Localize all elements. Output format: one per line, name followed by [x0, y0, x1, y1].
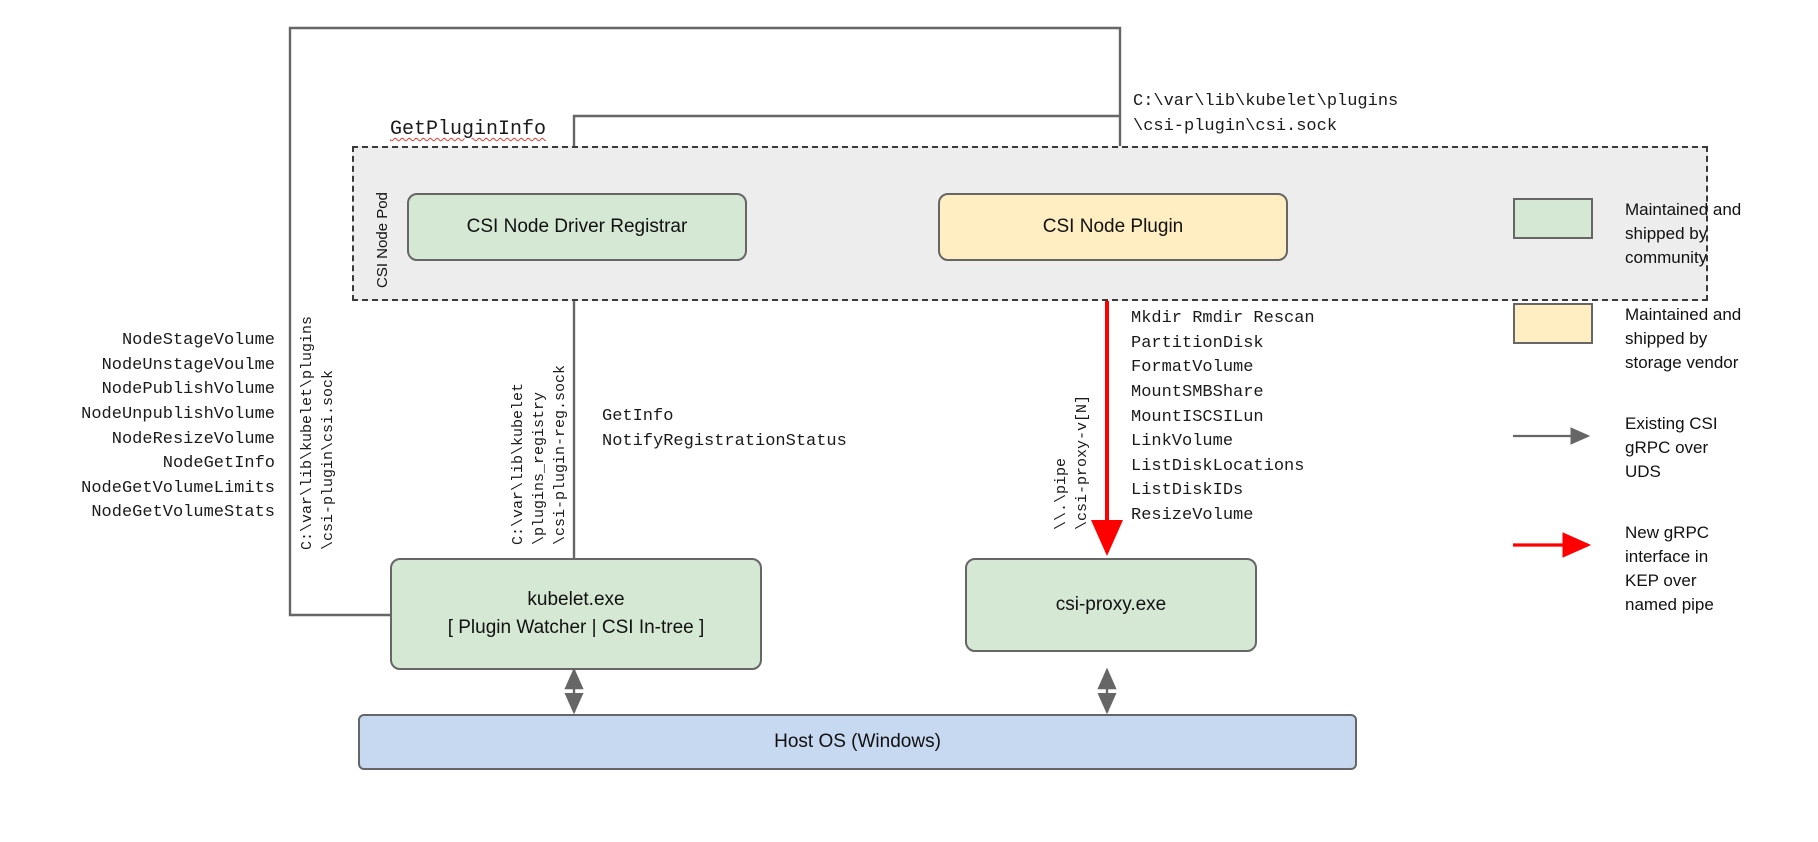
- label-csi-proxy-api-calls: Mkdir Rmdir Rescan PartitionDisk FormatV…: [1131, 309, 1315, 526]
- label-registration-rpcs: GetInfo NotifyRegistrationStatus: [602, 407, 847, 451]
- node-csi-proxy-exe-label: csi-proxy.exe: [1055, 594, 1167, 616]
- node-kubelet-exe[interactable]: kubelet.exe [ Plugin Watcher | CSI In-tr…: [390, 558, 762, 670]
- label-csi-sock-path: C:\var\lib\kubelet\plugins \csi-plugin\c…: [1133, 92, 1399, 136]
- node-csi-node-plugin-label: CSI Node Plugin: [1042, 216, 1184, 238]
- label-named-pipe-line2: \csi-proxy-v[N]: [1074, 394, 1091, 530]
- legend-text-storage-vendor: Maintained and shipped by storage vendor: [1625, 305, 1742, 373]
- label-kubelet-plugins-uds-path-line2: \csi-plugin\csi.sock: [320, 369, 337, 550]
- legend-swatch-community: [1513, 198, 1593, 239]
- edge-kubelet-to-node-plugin: [288, 26, 1130, 617]
- label-plugins-registry-path-line1: C:\var\lib\kubelet: [510, 382, 527, 545]
- node-csi-node-driver-registrar-label: CSI Node Driver Registrar: [466, 216, 688, 238]
- node-csi-node-driver-registrar[interactable]: CSI Node Driver Registrar: [407, 193, 747, 261]
- legend-text-new-grpc-kep: New gRPC interface in KEP over named pip…: [1625, 523, 1714, 615]
- legend-swatch-storage-vendor: [1513, 303, 1593, 344]
- legend-text-community: Maintained and shipped by community: [1625, 200, 1742, 268]
- node-host-os[interactable]: Host OS (Windows): [358, 714, 1357, 770]
- legend-text-existing-csi-grpc: Existing CSI gRPC over UDS: [1625, 414, 1718, 482]
- node-host-os-label: Host OS (Windows): [774, 731, 941, 753]
- label-plugins-registry-path-line2: \plugins_registry: [531, 391, 548, 545]
- label-named-pipe-line1: \\.\pipe: [1053, 457, 1070, 530]
- node-kubelet-exe-label: kubelet.exe: [527, 589, 625, 611]
- label-get-plugin-info: GetPluginInfo: [390, 118, 547, 141]
- node-csi-node-plugin[interactable]: CSI Node Plugin: [938, 193, 1288, 261]
- csi-node-pod-label: CSI Node Pod: [374, 192, 391, 288]
- node-csi-proxy-exe[interactable]: csi-proxy.exe: [965, 558, 1257, 652]
- label-kubelet-plugins-uds-path-line1: C:\var\lib\kubelet\plugins: [299, 315, 316, 550]
- node-kubelet-exe-sublabel: [ Plugin Watcher | CSI In-tree ]: [447, 617, 705, 638]
- label-plugins-registry-path-line3: \csi-plugin-reg.sock: [552, 364, 569, 545]
- label-node-service-rpcs: NodeStageVolume NodeUnstageVoulme NodePu…: [81, 331, 275, 523]
